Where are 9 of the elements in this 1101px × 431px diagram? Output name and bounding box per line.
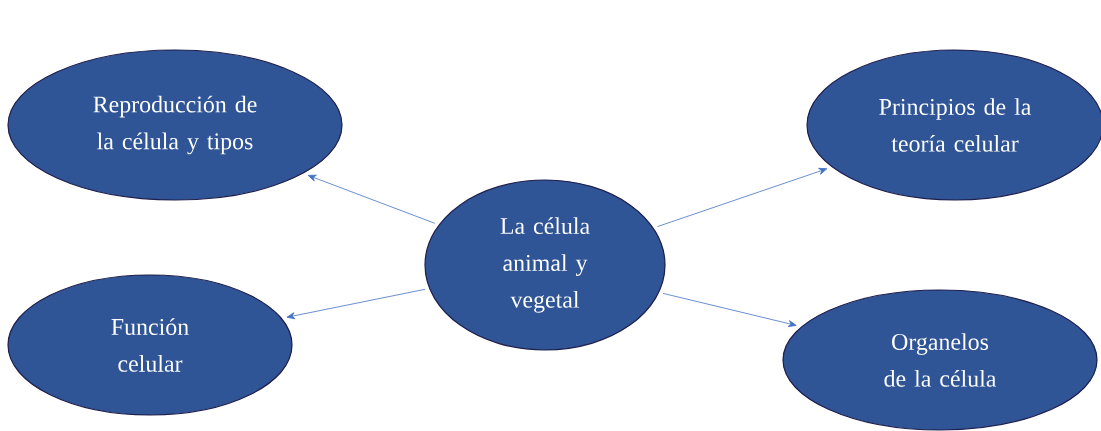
ellipse-node: Organelos de la célula	[782, 289, 1098, 431]
ellipse-node: Reproducción de la célula y tipos	[7, 49, 343, 201]
ellipse-node: La célula animal y vegetal	[424, 179, 666, 351]
arrow	[662, 293, 797, 327]
arrow	[307, 174, 436, 224]
ellipse-node: Principios de la teoría celular	[806, 49, 1101, 201]
arrow	[657, 167, 828, 227]
arrow	[286, 288, 426, 320]
ellipse-node: Función celular	[7, 274, 293, 416]
